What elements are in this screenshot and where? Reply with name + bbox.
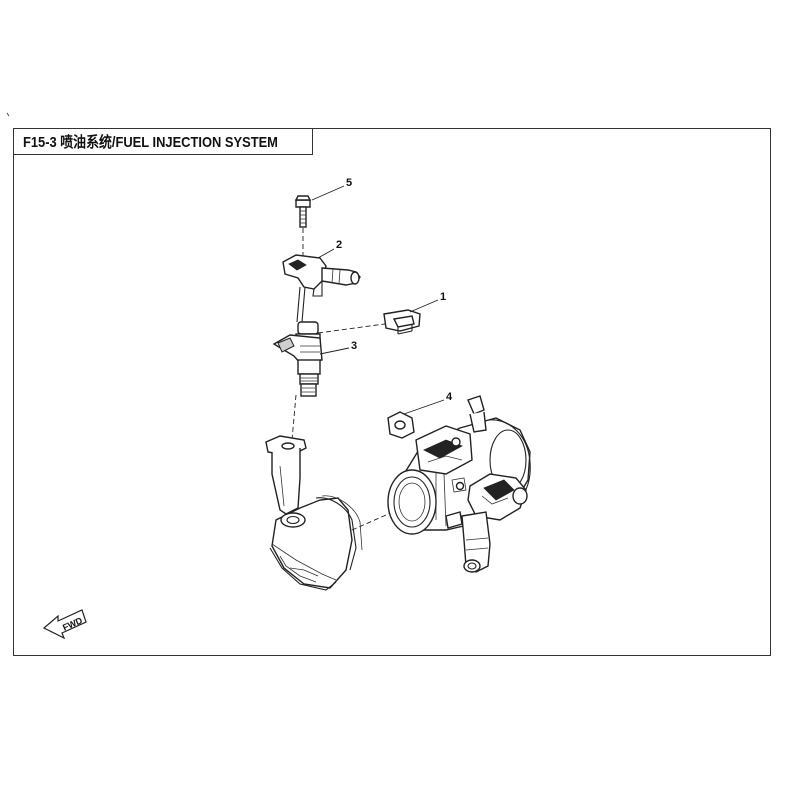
callout-leader xyxy=(311,185,345,201)
callout-leader xyxy=(319,347,350,355)
fuel-rail-bracket-part xyxy=(282,254,361,297)
callout-group-2: 2 xyxy=(317,239,342,259)
edge-tick xyxy=(6,112,10,117)
callout-group-1: 1 xyxy=(409,291,446,313)
feed-line-a xyxy=(296,286,301,323)
connector-axis-line xyxy=(317,322,393,334)
intake-manifold-part xyxy=(265,435,363,591)
callout-number: 2 xyxy=(336,239,342,251)
callout-number: 3 xyxy=(351,340,357,352)
feed-line-b xyxy=(301,286,306,323)
forward-direction-arrow: FWD xyxy=(42,609,87,640)
callout-number: 4 xyxy=(446,391,453,403)
callout-leader xyxy=(317,248,335,259)
diagram-title: F15-3 喷油系统/FUEL INJECTION SYSTEM xyxy=(23,133,278,151)
clip-connector-part xyxy=(383,309,421,335)
bolt-part xyxy=(294,195,312,228)
callout-number: 1 xyxy=(440,291,446,303)
diagram-frame xyxy=(13,128,771,656)
injector-axis-line xyxy=(291,394,297,441)
throttle-body-part xyxy=(387,395,531,573)
fuel-injector-part xyxy=(272,321,323,397)
callout-leader xyxy=(409,299,439,313)
callout-group-5: 5 xyxy=(311,177,352,201)
callout-leader xyxy=(403,399,445,415)
callout-group-3: 3 xyxy=(319,340,357,355)
callout-group-4: 4 xyxy=(403,391,453,415)
manifold-axis-line xyxy=(351,507,403,531)
title-box: F15-3 喷油系统/FUEL INJECTION SYSTEM xyxy=(13,128,313,155)
callout-number: 5 xyxy=(346,177,352,189)
